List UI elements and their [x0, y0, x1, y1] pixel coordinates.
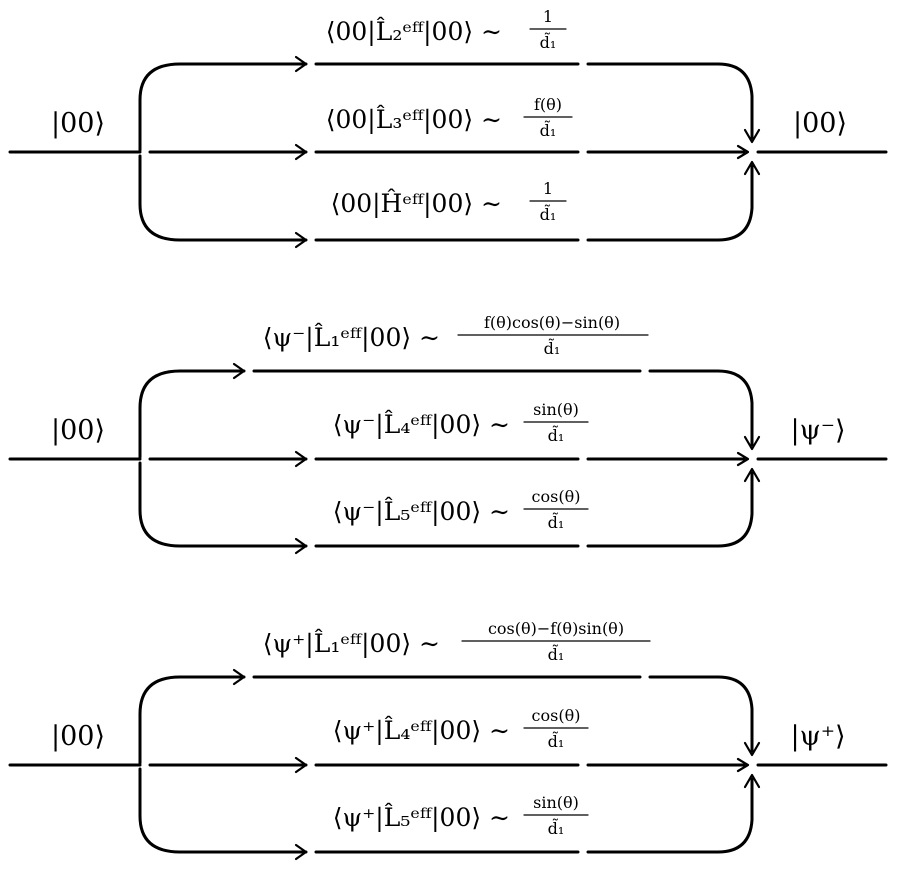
arrow-head-icon: [294, 55, 308, 73]
arrow-head-icon: [743, 128, 761, 144]
arrow-head-icon: [294, 756, 308, 774]
path-matrix-element: ⟨ψ⁺|L̂₁ᵉᶠᶠ|00⟩ ∼: [263, 629, 440, 659]
fraction-denominator: d̃₁: [548, 644, 565, 664]
path-matrix-element: ⟨ψ⁺|L̂₄ᵉᶠᶠ|00⟩ ∼: [333, 716, 510, 746]
fraction-denominator: d̃₁: [540, 120, 557, 140]
input-state-label: |00⟩: [51, 108, 105, 139]
arrow-head-icon: [232, 668, 246, 686]
bottom-branch-wire: [138, 461, 754, 548]
fraction-denominator: d̃₁: [544, 338, 561, 358]
fraction-numerator: cos(θ)−f(θ)sin(θ): [488, 619, 624, 638]
arrow-head-icon: [736, 757, 750, 773]
arrow-head-icon: [294, 450, 308, 468]
output-state-label: |00⟩: [793, 108, 847, 139]
arrow-head-icon: [743, 741, 761, 757]
output-state-label: |ψ⁺⟩: [790, 721, 845, 752]
bottom-branch-wire: [138, 154, 754, 242]
fraction-numerator: 1: [543, 7, 553, 26]
fraction-numerator: f(θ)cos(θ)−sin(θ): [484, 313, 620, 332]
diagram-00-to-psi-plus: |00⟩ |ψ⁺⟩ ⟨ψ⁺|L̂₁ᵉᶠᶠ|00⟩ ∼ cos(θ)−f(θ)si…: [8, 619, 888, 861]
path-matrix-element: ⟨ψ⁺|L̂₅ᵉᶠᶠ|00⟩ ∼: [333, 803, 510, 833]
fraction-numerator: sin(θ): [533, 793, 579, 812]
fraction-denominator: d̃₁: [548, 818, 565, 838]
input-state-label: |00⟩: [51, 721, 105, 752]
arrow-head-icon: [743, 435, 761, 451]
fraction-numerator: f(θ): [534, 95, 562, 114]
arrow-head-icon: [736, 451, 750, 467]
arrow-head-icon: [743, 160, 761, 176]
bottom-branch-wire: [138, 767, 754, 854]
input-state-label: |00⟩: [51, 415, 105, 446]
arrow-head-icon: [294, 537, 308, 555]
fraction-numerator: 1: [543, 179, 553, 198]
arrow-head-icon: [294, 843, 308, 861]
path-matrix-element: ⟨00|L̂₂ᵉᶠᶠ|00⟩ ∼: [326, 17, 502, 47]
fraction-denominator: d̃₁: [540, 204, 557, 224]
path-matrix-element: ⟨ψ⁻|L̂₁ᵉᶠᶠ|00⟩ ∼: [263, 323, 440, 353]
arrow-head-icon: [743, 467, 761, 483]
top-branch-wire: [138, 675, 754, 765]
arrow-head-icon: [232, 362, 246, 380]
fraction-denominator: d̃₁: [548, 425, 565, 445]
path-matrix-element: ⟨ψ⁻|L̂₄ᵉᶠᶠ|00⟩ ∼: [333, 410, 510, 440]
fraction-numerator: cos(θ): [532, 487, 581, 506]
arrow-head-icon: [743, 773, 761, 789]
top-branch-wire: [138, 62, 754, 152]
output-state-label: |ψ⁻⟩: [790, 415, 845, 446]
diagram-00-to-00: |00⟩ |00⟩ ⟨00|L̂₂ᵉᶠᶠ|00⟩ ∼ 1 d̃₁ ⟨00|L̂₃…: [8, 7, 888, 249]
arrow-head-icon: [294, 143, 308, 161]
path-matrix-element: ⟨00|Ĥᵉᶠᶠ|00⟩ ∼: [331, 189, 502, 219]
diagram-00-to-psi-minus: |00⟩ |ψ⁻⟩ ⟨ψ⁻|L̂₁ᵉᶠᶠ|00⟩ ∼ f(θ)cos(θ)−si…: [8, 313, 888, 555]
fraction-denominator: d̃₁: [548, 512, 565, 532]
arrow-head-icon: [736, 144, 750, 160]
top-branch-wire: [138, 369, 754, 459]
path-matrix-element: ⟨ψ⁻|L̂₅ᵉᶠᶠ|00⟩ ∼: [333, 497, 510, 527]
arrow-head-icon: [294, 231, 308, 249]
fraction-numerator: sin(θ): [533, 400, 579, 419]
fraction-denominator: d̃₁: [540, 32, 557, 52]
fraction-numerator: cos(θ): [532, 706, 581, 725]
fraction-denominator: d̃₁: [548, 731, 565, 751]
path-matrix-element: ⟨00|L̂₃ᵉᶠᶠ|00⟩ ∼: [326, 105, 502, 135]
